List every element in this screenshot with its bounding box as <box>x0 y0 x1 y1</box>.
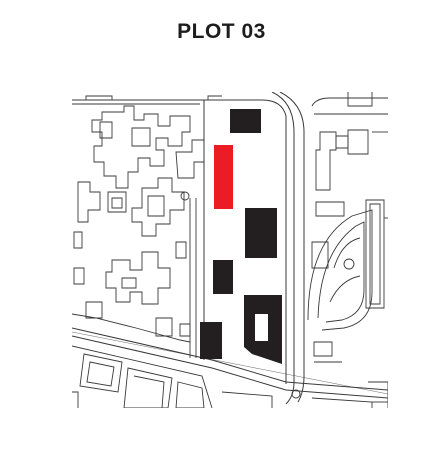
east-inner-path-1 <box>333 237 361 269</box>
sw-building-2-inner <box>133 375 165 408</box>
campus-kiosk-3 <box>175 241 187 259</box>
site-plan-svg <box>72 92 388 408</box>
parcel-east-edge <box>204 99 287 384</box>
south-fragment-1 <box>221 391 273 408</box>
gate-top <box>85 95 113 100</box>
east-fountain <box>343 258 355 270</box>
east-slab-inner <box>369 203 381 305</box>
east-loop-road-inner <box>317 221 365 323</box>
site-parcel-linework <box>203 92 305 405</box>
east-loop-road-outer <box>307 209 373 331</box>
sw-block-outline <box>72 345 213 408</box>
avenue-roundabout <box>291 389 301 399</box>
east-building-2 <box>347 129 369 155</box>
campus-court-3 <box>111 197 123 209</box>
sw-fragment <box>72 391 79 408</box>
proposed-buildings <box>200 109 282 364</box>
map-background <box>72 92 388 408</box>
east-campus-linework <box>307 92 388 408</box>
sw-building-3 <box>175 381 205 408</box>
east-slab <box>365 199 385 309</box>
campus-court-6 <box>121 277 137 289</box>
south-road-linework <box>72 327 388 399</box>
campus-building-3 <box>107 191 127 213</box>
south-road-south-edge <box>72 335 388 399</box>
avenue-outer <box>279 92 305 403</box>
east-road-top <box>311 97 388 107</box>
roundabout-small <box>180 191 190 201</box>
south-road-north-edge <box>72 327 388 391</box>
sw-building-1-inner <box>86 361 115 387</box>
east-gate <box>347 92 373 107</box>
east-building-4 <box>311 241 329 269</box>
east-building-5 <box>313 341 333 357</box>
sw-building-1 <box>79 353 123 393</box>
southwest-linework <box>72 345 388 408</box>
avenue-inner <box>271 92 295 405</box>
campus-building-6 <box>105 251 171 305</box>
boundary-top <box>72 95 222 101</box>
campus-kiosk-4 <box>179 323 191 337</box>
building-block-5-courtyard <box>255 314 268 341</box>
campus-building-7 <box>85 301 103 319</box>
building-block-2 <box>245 208 277 258</box>
campus-building-4 <box>131 177 185 237</box>
campus-building-8 <box>155 317 173 337</box>
campus-court-4 <box>147 195 165 217</box>
campus-court-1 <box>99 121 113 139</box>
page-title: PLOT 03 <box>177 20 266 43</box>
east-corner <box>368 381 388 408</box>
east-building-3 <box>315 201 345 217</box>
building-block-4 <box>200 322 222 359</box>
campus-court-2 <box>131 127 151 147</box>
site-map <box>72 92 388 408</box>
east-inner-path-2 <box>329 275 361 303</box>
building-block-3 <box>213 260 233 294</box>
campus-boundary-south <box>72 313 191 343</box>
building-block-1 <box>230 109 261 133</box>
sw-building-2 <box>123 367 173 408</box>
plot-03-highlight <box>214 145 233 209</box>
campus-kiosk-1 <box>73 231 83 249</box>
campus-building-1 <box>91 105 191 189</box>
campus-kiosk-2 <box>73 267 85 285</box>
campus-building-2 <box>77 181 101 223</box>
left-campus-linework <box>72 95 222 358</box>
south-road-center <box>72 331 388 395</box>
